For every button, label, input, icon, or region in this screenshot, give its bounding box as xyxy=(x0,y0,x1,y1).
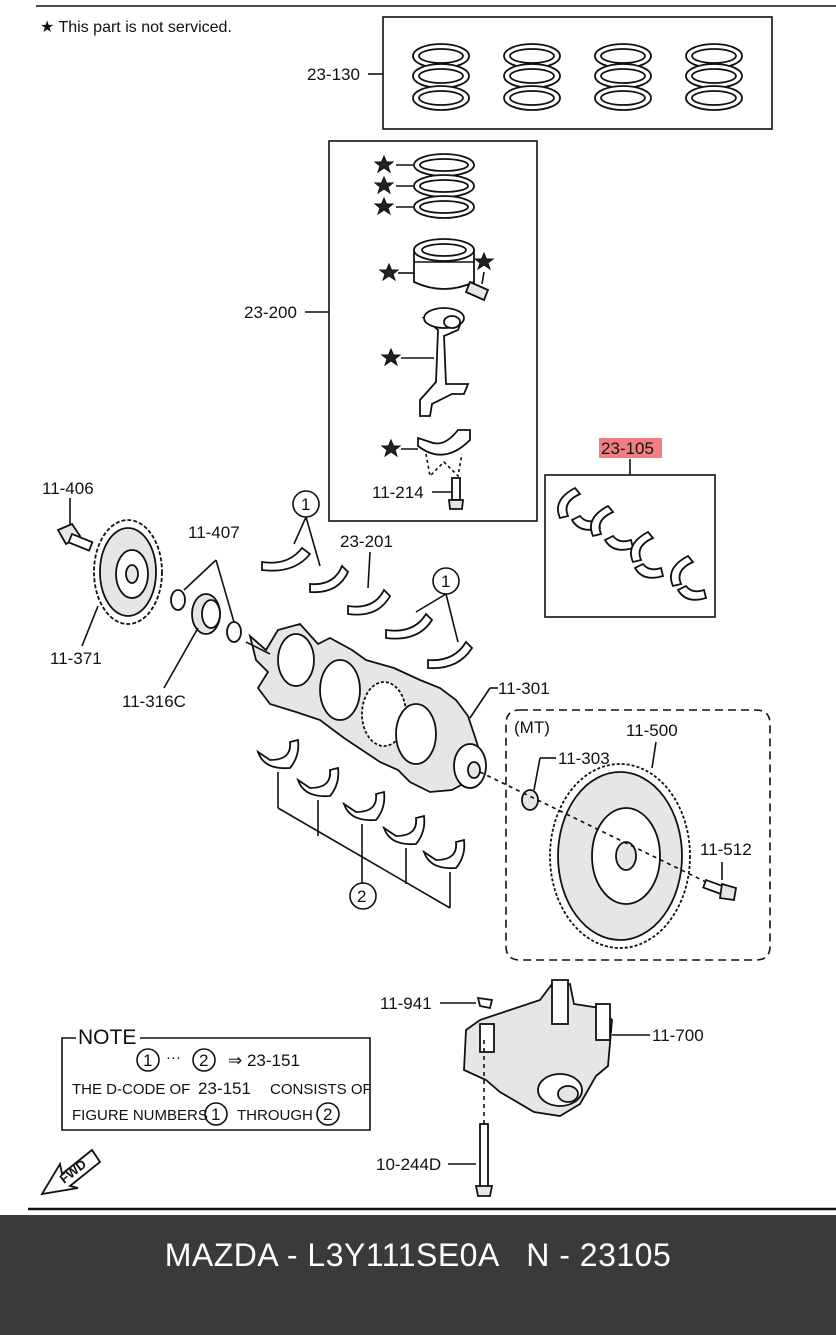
label-mt[interactable]: (MT) xyxy=(514,718,550,737)
parts-diagram: ★ This part is not serviced. 23-130 xyxy=(28,5,836,1211)
label-11-512[interactable]: 11-512 xyxy=(700,840,752,859)
note-line3-num1: 1 xyxy=(211,1105,220,1124)
connecting-rod xyxy=(401,307,470,417)
highlight-23-105 xyxy=(599,438,662,458)
label-10-244d[interactable]: 10-244D xyxy=(376,1155,441,1174)
note-range-to: 2 xyxy=(199,1051,208,1070)
legend-note: ★ This part is not serviced. xyxy=(40,19,232,36)
group-bearing-girdle: 11-941 11-700 10-244D xyxy=(376,979,704,1197)
note-line2-a: THE D-CODE OF xyxy=(72,1081,190,1098)
star-icon xyxy=(373,154,395,174)
callout-2-text: 2 xyxy=(357,887,366,906)
group-main-bearings-upper: 1 23-201 1 xyxy=(261,490,474,670)
group-23-130: 23-130 xyxy=(307,16,773,130)
group-mt-flywheel: (MT) 11-303 11-500 11-512 xyxy=(479,709,771,961)
rod-bolt-11-214 xyxy=(432,477,465,510)
label-23-201[interactable]: 23-201 xyxy=(340,532,393,551)
note-arrow-code: ⇒ 23-151 xyxy=(228,1051,300,1070)
group-crank-front: 11-406 11-371 11-407 11-316C xyxy=(42,479,242,711)
label-11-406[interactable]: 11-406 xyxy=(42,479,94,498)
flywheel-11-500 xyxy=(549,763,691,949)
label-11-303[interactable]: 11-303 xyxy=(558,749,610,768)
piston-ring-set-1 xyxy=(412,43,470,111)
rod-bearing-cap xyxy=(401,429,471,478)
key-11-407a xyxy=(170,589,186,611)
star-icon xyxy=(473,251,495,271)
label-11-407[interactable]: 11-407 xyxy=(188,523,240,542)
piston-pin xyxy=(464,271,490,302)
fwd-arrow-icon: FWD xyxy=(40,1148,102,1196)
label-11-700[interactable]: 11-700 xyxy=(652,1026,704,1045)
key-11-407b xyxy=(226,621,242,643)
note-line2-code: 23-151 xyxy=(198,1079,251,1098)
group-main-bearings-lower: 2 xyxy=(256,738,466,910)
piston-ring-set-3 xyxy=(594,43,652,111)
piston-ring-set-2 xyxy=(503,43,561,111)
note-range-from: 1 xyxy=(143,1051,152,1070)
star-icon xyxy=(378,262,400,282)
note-line3-a: FIGURE NUMBERS xyxy=(72,1107,208,1124)
note-line2-b: CONSISTS OF xyxy=(270,1081,372,1098)
box-23-105 xyxy=(544,474,716,618)
note-line3-num2: 2 xyxy=(323,1105,332,1124)
note-range-dots: ··· xyxy=(166,1049,181,1066)
callout-2-lower xyxy=(349,882,377,910)
star-icon xyxy=(373,175,395,195)
not-serviced-star-markers xyxy=(373,154,495,458)
label-23-105[interactable]: 23-105 xyxy=(601,439,654,458)
piston xyxy=(398,238,475,290)
label-11-316c[interactable]: 11-316C xyxy=(122,692,186,711)
star-icon xyxy=(373,196,395,216)
box-23-200 xyxy=(328,140,538,522)
oil-seal-11-316c xyxy=(191,593,221,635)
label-23-130[interactable]: 23-130 xyxy=(307,65,360,84)
piston-ring-set-4 xyxy=(685,43,743,111)
crankshaft xyxy=(245,622,487,793)
piston-rings xyxy=(396,153,475,219)
pulley-bolt-11-406 xyxy=(56,522,94,552)
connecting-rod-bearings xyxy=(557,486,708,601)
label-11-301[interactable]: 11-301 xyxy=(498,679,550,698)
label-11-500[interactable]: 11-500 xyxy=(626,721,678,740)
note-heading: NOTE xyxy=(78,1026,136,1049)
footer-bar: MAZDA - L3Y111SE0A N - 23105 xyxy=(0,1215,836,1335)
note-box: NOTE 1 ··· 2 ⇒ 23-151 THE D-CODE OF 23-1… xyxy=(61,1026,372,1131)
callout-1-text: 1 xyxy=(301,495,310,514)
label-11-941[interactable]: 11-941 xyxy=(380,994,432,1013)
star-icon xyxy=(380,347,402,367)
box-mt xyxy=(505,709,771,961)
note-line3-mid: THROUGH xyxy=(237,1107,313,1124)
main-bearing-support-11-700 xyxy=(463,979,613,1117)
label-23-200[interactable]: 23-200 xyxy=(244,303,297,322)
label-11-214[interactable]: 11-214 xyxy=(372,483,424,502)
group-23-105: 23-105 xyxy=(544,438,716,618)
girdle-bolt-10-244d xyxy=(474,1040,494,1197)
box-23-130 xyxy=(382,16,773,130)
callout-1-text: 1 xyxy=(441,572,450,591)
group-23-200: 23-200 xyxy=(244,140,538,522)
star-icon xyxy=(380,438,402,458)
flywheel-bolt-11-512 xyxy=(702,878,738,902)
footer-title: MAZDA - L3Y111SE0A N - 23105 xyxy=(164,1237,672,1273)
crank-sprocket-11-371 xyxy=(93,519,163,625)
label-11-371[interactable]: 11-371 xyxy=(50,649,102,668)
